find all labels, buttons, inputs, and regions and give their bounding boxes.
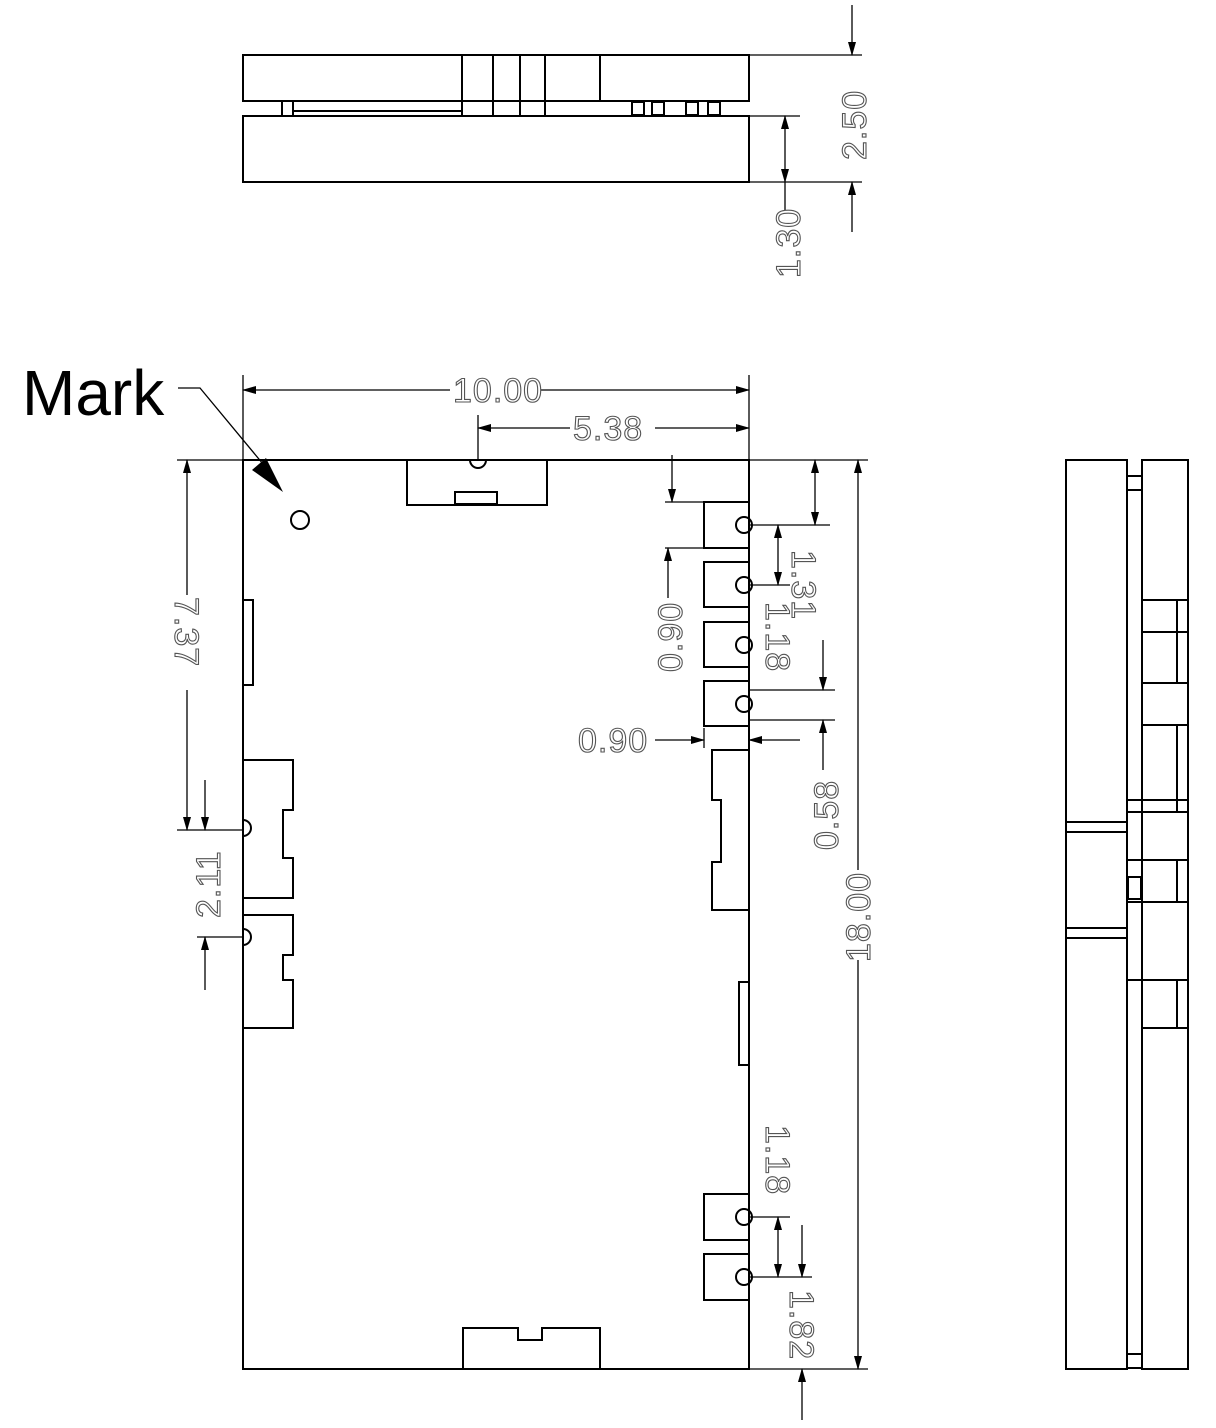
dim-bottom-offset: 1.82	[782, 1290, 820, 1360]
module-outline	[242, 459, 750, 1370]
dim-total-height: 2.50	[836, 90, 874, 160]
pin1-mark-circle	[290, 510, 310, 530]
top-side-view: 2.50 1.30	[242, 5, 875, 279]
right-side-view	[1065, 459, 1189, 1370]
mark-label: Mark	[22, 357, 165, 429]
main-top-view: Mark 10.00 5.38 18.00 7.37 2.11 0.90	[22, 357, 879, 1420]
dim-left-pitch: 2.11	[190, 850, 228, 918]
dim-pad-gap: 0.58	[808, 780, 846, 850]
mark-arrow	[252, 458, 283, 492]
dim-pad-width: 0.90	[578, 722, 648, 760]
dim-right-pitch: 1.18	[758, 602, 796, 672]
dim-left-connector-offset: 7.37	[167, 597, 205, 667]
dim-length: 18.00	[840, 872, 878, 962]
dim-bottom-pitch: 1.18	[758, 1125, 796, 1195]
dim-base-height: 1.30	[770, 208, 808, 278]
dim-width: 10.00	[453, 372, 543, 410]
dim-pad-height: 0.90	[652, 602, 690, 672]
dim-connector-offset: 5.38	[573, 410, 643, 448]
dim-right-top-offset: 1.31	[784, 550, 822, 620]
